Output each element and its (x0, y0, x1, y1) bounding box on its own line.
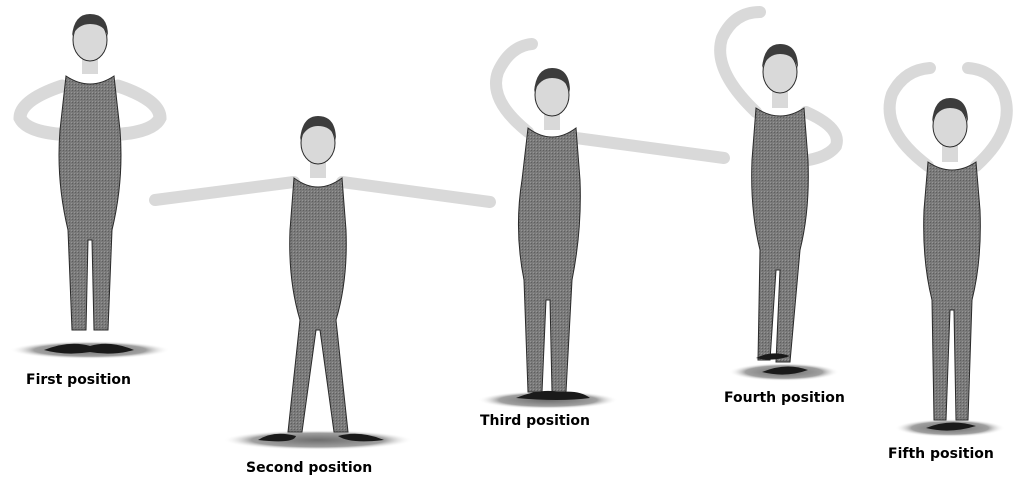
caption-fourth-position: Fourth position (724, 390, 845, 406)
dancer-fifth-position (890, 68, 1007, 437)
dancer-fourth-position (720, 12, 839, 381)
floor-shadow (223, 430, 413, 450)
caption-first-position: First position (26, 372, 131, 388)
caption-fifth-position: Fifth position (888, 446, 994, 462)
caption-second-position: Second position (246, 460, 372, 476)
caption-third-position: Third position (480, 413, 590, 429)
dancer-second-position (155, 116, 490, 450)
dancer-first-position (10, 14, 170, 359)
dancer-third-position (478, 44, 724, 409)
